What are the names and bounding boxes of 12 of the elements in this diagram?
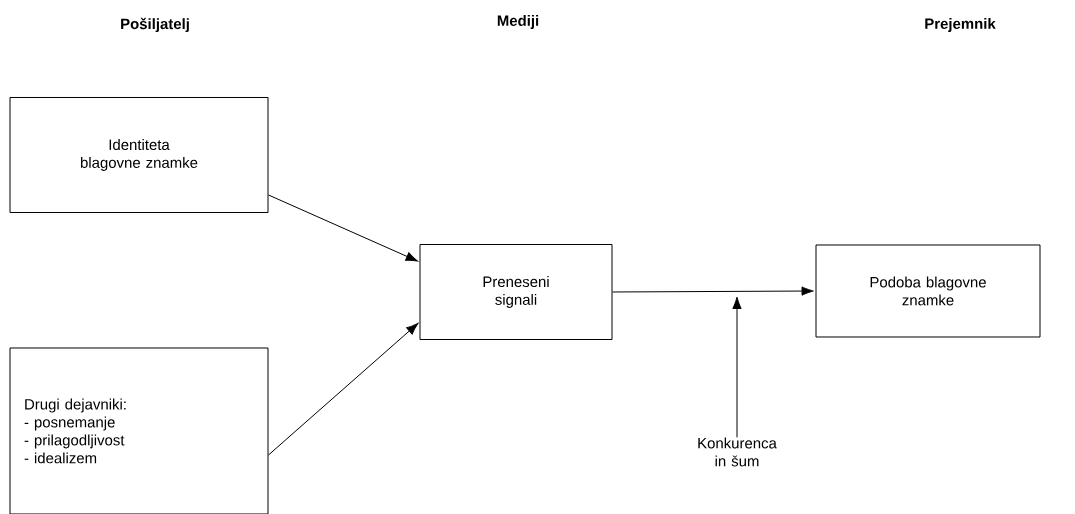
process-box: Preneseni signali [419,244,613,340]
process-box: Identiteta blagovne znamke [9,97,269,213]
arrow [268,194,419,262]
process-box: Podoba blagovne znamke [815,244,1041,338]
arrow [732,296,742,438]
arrow [612,286,814,296]
process-box: Drugi dejavniki: - posnemanje - prilagodljivost - idealizem [9,347,269,514]
column-heading: Mediji [497,15,539,29]
column-heading: Pošiljatelj [121,17,189,33]
arrow [268,322,419,456]
column-heading: Prejemnik [925,18,996,32]
note-text: Konkurenca in šum [698,437,777,467]
